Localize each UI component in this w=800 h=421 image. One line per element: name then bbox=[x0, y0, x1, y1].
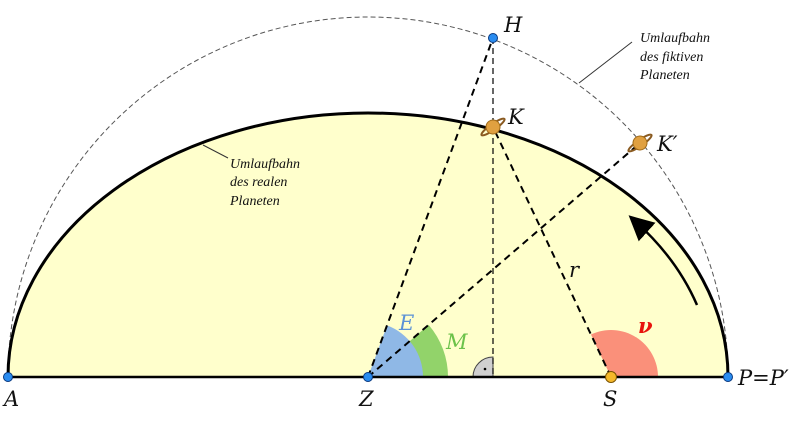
label-P: P=P′ bbox=[737, 366, 789, 390]
label-Kprime: K′ bbox=[656, 132, 678, 156]
real-orbit-note: Umlaufbahn des realen Planeten bbox=[229, 157, 300, 209]
svg-text:Umlaufbahn: Umlaufbahn bbox=[640, 31, 710, 46]
right-angle-dot bbox=[483, 367, 487, 371]
svg-text:Umlaufbahn: Umlaufbahn bbox=[230, 157, 300, 172]
planet-Kprime-icon bbox=[627, 133, 653, 153]
fictive-orbit-note: Umlaufbahn des fiktiven Planeten bbox=[639, 31, 710, 83]
svg-text:Planeten: Planeten bbox=[229, 194, 280, 209]
label-Z: Z bbox=[358, 387, 374, 411]
fictive-orbit-leader bbox=[578, 41, 633, 84]
label-K: K bbox=[507, 105, 525, 129]
label-A: A bbox=[2, 387, 19, 411]
sun-S bbox=[605, 371, 617, 383]
svg-text:des fiktiven: des fiktiven bbox=[640, 50, 703, 65]
point-H bbox=[488, 33, 498, 43]
svg-text:des realen: des realen bbox=[230, 175, 287, 190]
real-orbit-outline bbox=[6, 111, 730, 378]
true-anomaly-sector bbox=[590, 330, 658, 377]
label-r: r bbox=[569, 258, 581, 282]
real-orbit-ellipse bbox=[8, 113, 728, 377]
point-A bbox=[3, 372, 13, 382]
label-S: S bbox=[603, 387, 617, 411]
direction-arrow bbox=[628, 215, 699, 306]
fictive-orbit-circle bbox=[7, 16, 729, 378]
label-H: H bbox=[503, 13, 523, 37]
label-E: E bbox=[398, 311, 414, 335]
real-orbit-leader bbox=[202, 144, 229, 159]
point-P bbox=[723, 372, 733, 382]
line-Z-H bbox=[367, 37, 494, 378]
svg-text:Planeten: Planeten bbox=[639, 68, 690, 83]
point-Z bbox=[363, 372, 373, 382]
label-nu: ν bbox=[638, 313, 653, 338]
label-M: M bbox=[445, 330, 468, 354]
planet-K-icon bbox=[480, 117, 506, 137]
line-S-K bbox=[492, 126, 612, 378]
